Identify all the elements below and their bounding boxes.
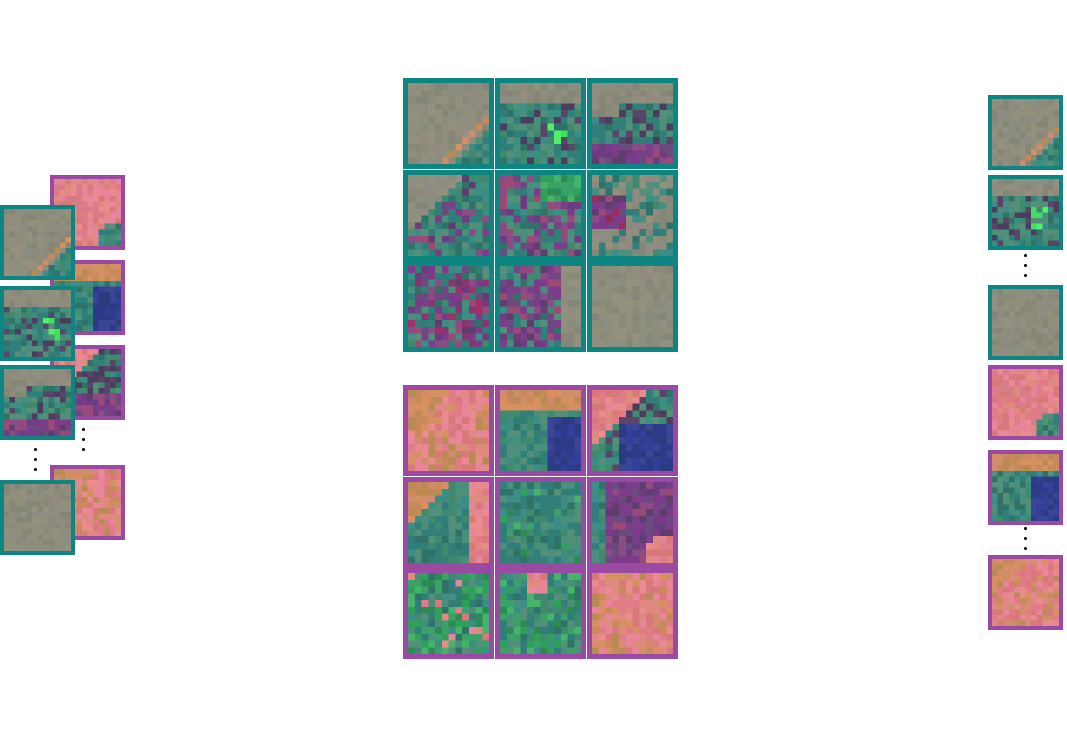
- top-grid-tile: [587, 170, 678, 261]
- top-grid-tile: [587, 261, 678, 352]
- right-purple-ellipsis: [1024, 527, 1030, 557]
- ellipsis-dot: [1024, 274, 1027, 277]
- top-grid-tile: [403, 78, 494, 169]
- ellipsis-dot: [1024, 547, 1027, 550]
- bottom-grid-tile: [587, 568, 678, 659]
- top-grid-tile: [495, 78, 586, 169]
- left-back-tile: [50, 175, 125, 250]
- bottom-grid-tile: [587, 477, 678, 568]
- right-teal-ellipsis: [1024, 254, 1030, 284]
- left-front-tile: [0, 205, 75, 280]
- top-grid-tile: [587, 78, 678, 169]
- ellipsis-dot: [34, 468, 37, 471]
- top-grid-tile: [495, 261, 586, 352]
- ellipsis-dot: [1024, 527, 1027, 530]
- right-column-tile: [988, 365, 1063, 440]
- bottom-grid-tile: [495, 477, 586, 568]
- ellipsis-dot: [34, 448, 37, 451]
- bottom-grid-tile: [403, 385, 494, 476]
- left-front-ellipsis: [34, 448, 40, 478]
- top-grid-tile: [403, 261, 494, 352]
- ellipsis-dot: [1024, 254, 1027, 257]
- ellipsis-dot: [1024, 264, 1027, 267]
- bottom-grid-tile: [403, 568, 494, 659]
- bottom-grid-tile: [495, 568, 586, 659]
- ellipsis-dot: [82, 448, 85, 451]
- ellipsis-dot: [82, 438, 85, 441]
- bottom-grid-tile: [587, 385, 678, 476]
- right-column-tile: [988, 285, 1063, 360]
- top-grid-tile: [495, 170, 586, 261]
- left-front-tile: [0, 365, 75, 440]
- top-grid-tile: [403, 170, 494, 261]
- right-column-tile: [988, 450, 1063, 525]
- ellipsis-dot: [1024, 537, 1027, 540]
- left-back-ellipsis: [82, 428, 88, 458]
- ellipsis-dot: [34, 458, 37, 461]
- left-front-tile: [0, 286, 75, 361]
- ellipsis-dot: [82, 428, 85, 431]
- right-column-tile: [988, 95, 1063, 170]
- bottom-grid-tile: [403, 477, 494, 568]
- right-column-tile: [988, 175, 1063, 250]
- left-front-tile: [0, 480, 75, 555]
- right-column-tile: [988, 555, 1063, 630]
- bottom-grid-tile: [495, 385, 586, 476]
